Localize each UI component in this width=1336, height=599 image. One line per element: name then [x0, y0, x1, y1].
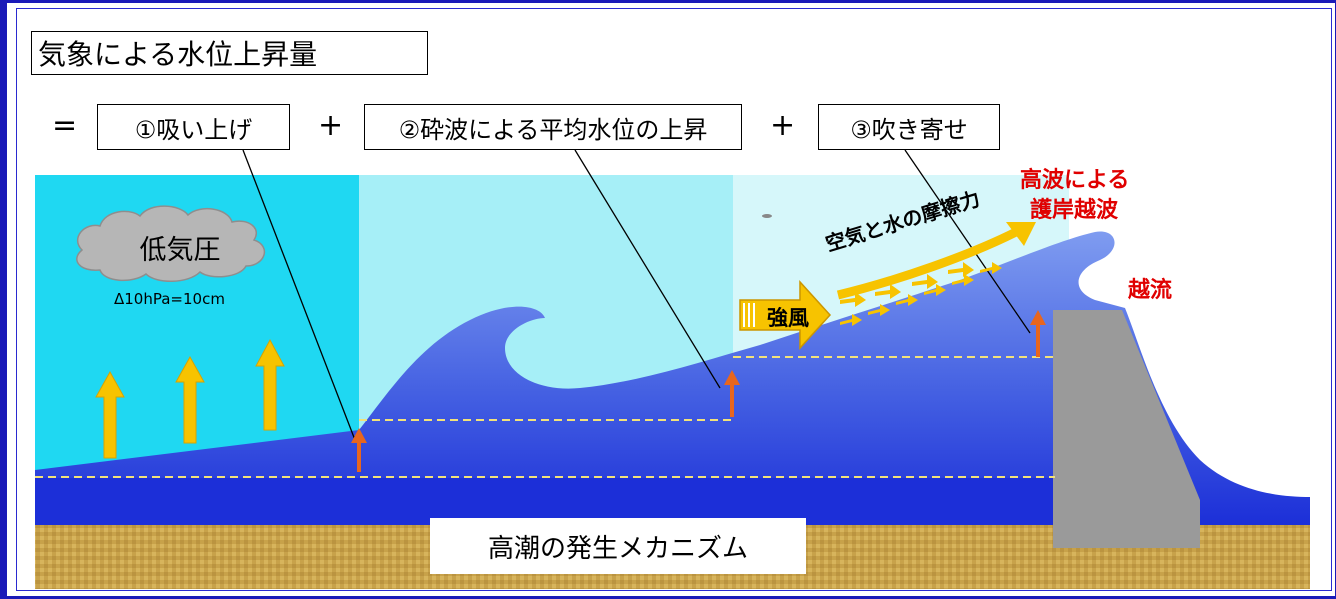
- plus-sign-1: +: [318, 108, 344, 143]
- term-wave-setup: ②砕波による平均水位の上昇: [364, 104, 742, 150]
- overtopping-label-line1: 高波による: [1020, 168, 1130, 193]
- sea-water: [35, 231, 1310, 525]
- pointer-lines: [242, 149, 1031, 441]
- deep-water-band: [35, 478, 1055, 525]
- water-level-lines: [35, 356, 1055, 478]
- wind-fleck: [762, 214, 772, 218]
- overflow-label: 越流: [1128, 278, 1173, 303]
- strong-wind-label: 強風: [767, 306, 809, 330]
- strong-wind-arrow: [739, 280, 832, 350]
- term-wind-setup: ③吹き寄せ: [818, 104, 1000, 150]
- suction-arrows: [95, 338, 285, 459]
- plus-sign-2: +: [770, 108, 796, 143]
- seawall: [1053, 310, 1200, 548]
- inner-frame: [16, 8, 1332, 591]
- diagram-caption: 高潮の発生メカニズム: [430, 518, 806, 574]
- pressure-ratio-label: Δ10hPa=10cm: [114, 290, 225, 308]
- page-title: 気象による水位上昇量: [31, 31, 428, 75]
- low-pressure-label: 低気圧: [139, 235, 221, 266]
- overtopping-label-line2: 護岸越波: [1030, 198, 1119, 223]
- level-rise-arrows: [351, 310, 1046, 472]
- term-suction: ①吸い上げ: [97, 104, 290, 150]
- small-wind-arrows: [840, 262, 1002, 326]
- equals-sign: =: [52, 108, 78, 143]
- low-pressure-cloud: [76, 205, 266, 282]
- friction-arrow: [836, 222, 1036, 300]
